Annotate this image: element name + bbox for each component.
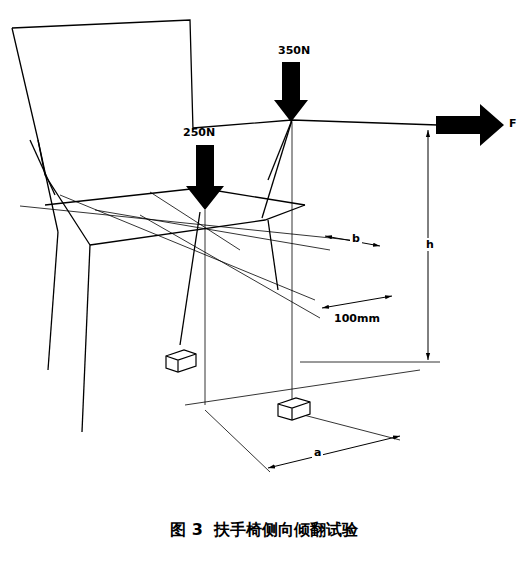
dimension-label: 350N [276, 44, 312, 57]
chair-outline [12, 20, 438, 432]
dimension-label: F [507, 117, 519, 130]
figure-caption: 图 3 扶手椅侧向倾翻试验 [0, 520, 528, 541]
dimension-label: a [312, 446, 323, 459]
construction-lines [20, 122, 440, 472]
dimension-label: h [424, 238, 436, 251]
force-arrows [186, 62, 504, 210]
dimension-label: b [350, 232, 362, 245]
dimension-label: 100mm [332, 312, 382, 325]
dimension-lines [268, 130, 428, 468]
dimension-label: 250N [181, 126, 217, 139]
stop-blocks [166, 350, 310, 420]
